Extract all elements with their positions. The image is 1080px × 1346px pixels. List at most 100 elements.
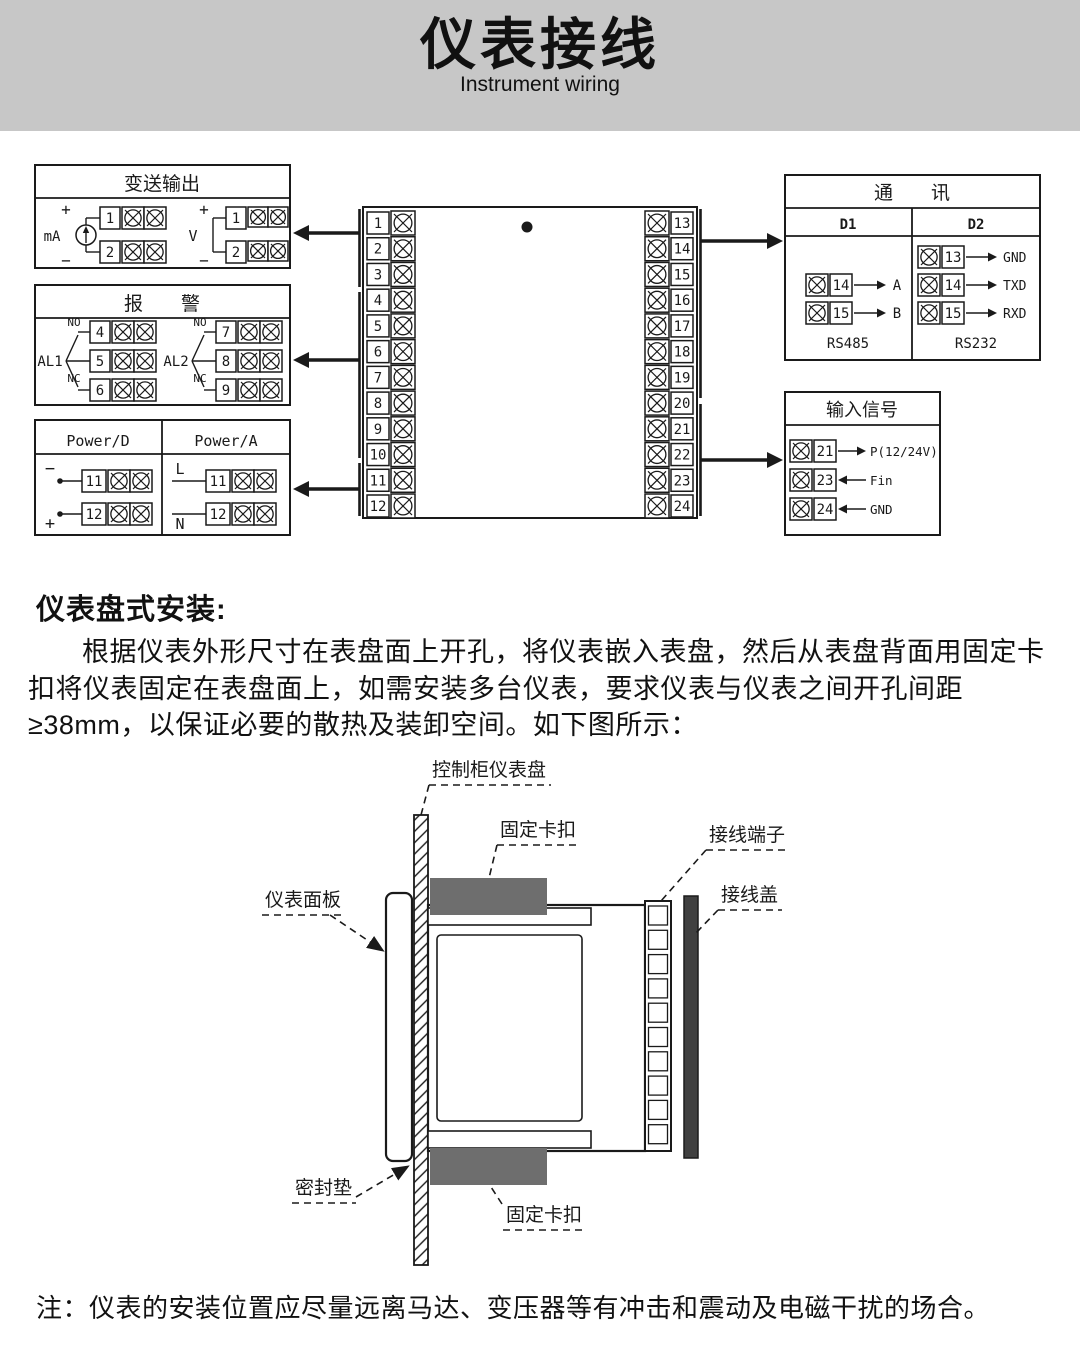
- signal-label: B: [893, 306, 901, 322]
- terminal-number: 11: [370, 473, 387, 489]
- terminal-number: 15: [674, 267, 691, 283]
- screw-terminal-icon: [644, 235, 670, 262]
- screw-terminal-icon: [390, 261, 416, 288]
- terminal-number-cell: 14: [670, 236, 694, 261]
- terminal-block-cell: [647, 1026, 669, 1048]
- terminal-number-cell: 9: [215, 378, 237, 402]
- screw-terminal-icon: [805, 301, 829, 325]
- signal-arrow: [966, 308, 997, 318]
- signal-arrow: [838, 446, 866, 456]
- terminal-number-cell: 1: [225, 206, 247, 230]
- terminal-number: 5: [96, 354, 104, 370]
- wiring-cover-bar: [683, 895, 699, 1159]
- screw-terminal-icon: [129, 502, 153, 526]
- terminal-number-cell: 14: [829, 273, 853, 297]
- screw-terminal-icon: [644, 287, 670, 313]
- terminal-number: 12: [86, 507, 103, 523]
- terminal-number: 14: [945, 278, 962, 294]
- signal-label: TXD: [1003, 279, 1027, 294]
- terminal-number: 10: [370, 448, 387, 464]
- alarm-group-label: AL1: [37, 354, 62, 370]
- plus-sign: +: [61, 200, 71, 219]
- screw-terminal-icon: [111, 349, 135, 373]
- terminal-number-cell: 4: [89, 320, 111, 344]
- terminal-number-cell: 12: [366, 494, 390, 518]
- minus-sign: −: [61, 251, 71, 270]
- terminal-number-cell: 13: [941, 245, 965, 269]
- screw-terminal-icon: [237, 320, 261, 344]
- terminal-number-cell: 23: [813, 468, 837, 492]
- terminal-number: 15: [945, 306, 962, 322]
- screw-terminal-icon: [129, 469, 153, 493]
- panel-mount-paragraph: 根据仪表外形尺寸在表盘面上开孔，将仪表嵌入表盘，然后从表盘背面用固定卡扣将仪表固…: [28, 637, 1045, 741]
- terminal-number: 11: [86, 474, 103, 490]
- plus-sign: +: [45, 514, 55, 534]
- screw-terminal-icon: [390, 416, 416, 442]
- alarm-title: 报 警: [124, 293, 200, 315]
- leader-line: [660, 849, 707, 902]
- screw-terminal-icon: [231, 469, 255, 493]
- screw-terminal-icon: [789, 468, 813, 492]
- leader-line: [329, 914, 385, 952]
- screw-terminal-icon: [253, 469, 277, 493]
- terminal-number: 24: [674, 499, 691, 515]
- terminal-number-cell: 2: [366, 236, 390, 261]
- screw-terminal-icon: [390, 235, 416, 262]
- terminal-number: 13: [674, 216, 691, 232]
- screw-terminal-icon: [644, 364, 670, 391]
- leader-line: [490, 1186, 503, 1205]
- terminal-number: 20: [674, 396, 691, 412]
- screw-terminal-icon: [644, 261, 670, 288]
- screw-terminal-icon: [917, 273, 941, 297]
- screw-terminal-icon: [917, 301, 941, 325]
- power-a-title: Power/A: [194, 432, 257, 450]
- screw-terminal-icon: [644, 441, 670, 468]
- nc-label: NC: [67, 372, 80, 385]
- terminal-number: 14: [674, 242, 691, 258]
- terminal-block-cell: [647, 1124, 669, 1145]
- caution-note: 注：仪表的安装位置应尽量远离马达、变压器等有冲击和震动及电磁干扰的场合。: [36, 1293, 991, 1323]
- terminal-number: 1: [374, 216, 382, 232]
- case-inner-area: [436, 934, 583, 1122]
- connection-arrow: [701, 452, 783, 468]
- terminal-number-cell: 1: [366, 211, 390, 235]
- terminal-number-cell: 24: [670, 494, 694, 518]
- terminal-number: 4: [374, 293, 382, 309]
- signal-label: GND: [870, 502, 893, 517]
- terminal-number: 11: [210, 474, 227, 490]
- connection-arrow: [293, 481, 359, 497]
- terminal-number-cell: 6: [366, 339, 390, 364]
- terminal-number: 2: [232, 245, 240, 261]
- terminal-number-cell: 5: [366, 314, 390, 338]
- screw-terminal-icon: [133, 378, 157, 402]
- terminal-number-cell: 17: [670, 314, 694, 338]
- signal-arrow: [838, 475, 866, 485]
- screw-terminal-icon: [259, 349, 283, 373]
- connection-arrow: [701, 233, 783, 249]
- screw-terminal-icon: [111, 378, 135, 402]
- terminal-block-cell: [647, 905, 669, 926]
- screw-terminal-icon: [237, 378, 261, 402]
- current-arrow: [82, 226, 90, 233]
- leader-line: [355, 1165, 410, 1198]
- terminal-number-cell: 2: [99, 240, 121, 264]
- terminal-number: 8: [374, 396, 382, 412]
- screw-terminal-icon: [231, 502, 255, 526]
- screw-terminal-icon: [390, 313, 416, 339]
- terminal-number-cell: 11: [205, 469, 231, 493]
- terminal-number-cell: 24: [813, 497, 837, 521]
- signal-arrow: [966, 280, 997, 290]
- terminal-number-cell: 22: [670, 442, 694, 467]
- terminal-number-cell: 18: [670, 339, 694, 364]
- terminal-number-cell: 23: [670, 468, 694, 493]
- terminal-number: 15: [833, 306, 850, 322]
- terminal-number-cell: 3: [366, 262, 390, 287]
- panel-label: 控制柜仪表盘: [432, 759, 546, 781]
- fixing-clip-top: [430, 878, 547, 915]
- page-title: 仪表接线: [420, 13, 660, 76]
- terminal-block-cell: [647, 1075, 669, 1096]
